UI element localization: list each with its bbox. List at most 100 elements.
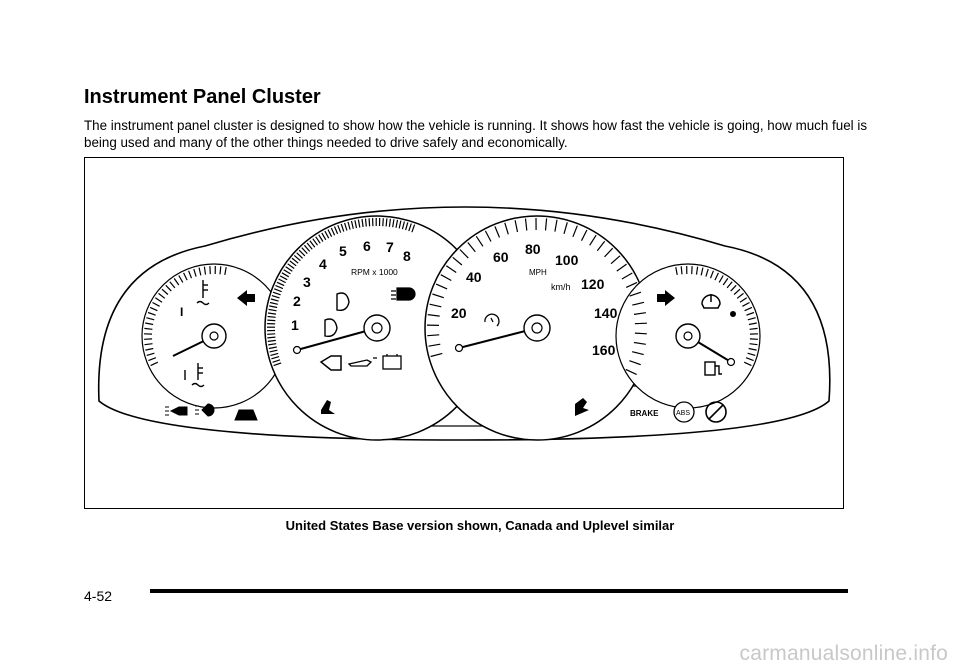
fuel-tick [718,275,724,283]
tach-tick [269,349,278,353]
tach-tick [340,223,345,232]
tach-tick [271,295,280,299]
speed-tick [459,249,469,259]
tach-tick [298,249,306,257]
fuel-tick [744,306,753,312]
temp-tick [219,266,222,275]
coolant-temp-lower-icon [184,363,205,388]
tach-tick [271,356,280,360]
speed-tick [634,322,647,325]
temp-tick [173,278,180,286]
tach-tick [275,284,284,290]
tach-tick [368,218,371,227]
tach-needle-tip [292,345,302,355]
fuel-tick [733,288,741,295]
speed-tick [427,314,440,317]
tach-tick [388,218,391,227]
speed-tick [430,352,443,358]
tach-number: 8 [403,248,411,264]
speed-tick [445,265,457,273]
speed-tick [440,274,452,282]
tach-tick [354,220,358,229]
temp-hub-center [209,331,219,341]
brake-label: BRAKE [630,409,659,418]
fuel-tick [730,284,737,292]
speed-number: 80 [525,241,541,257]
temp-tick [165,284,172,292]
tach-tick [269,301,278,305]
airbag-icon [575,398,589,416]
abs-label: ABS [676,410,690,417]
speed-number: 100 [555,252,579,268]
instrument-cluster-drawing: 1 2 3 4 5 6 7 8 RPM x 1000 20 40 60 80 1… [97,206,831,441]
gauge-ticks [143,217,759,376]
speed-number: 140 [594,305,618,321]
temp-tick [152,301,160,307]
speed-tick [625,281,638,288]
speed-number: 120 [581,276,605,292]
cruise-control-icon [484,313,500,327]
passenger-seatbelt-icon [324,318,338,338]
tach-tick [267,319,276,322]
fuel-tick [745,357,754,362]
speed-tick [572,225,578,238]
speed-number: 160 [592,342,616,358]
tach-tick [267,312,277,315]
speed-tick [475,235,484,247]
fuel-tick [675,266,678,276]
temp-tick [144,343,153,346]
coolant-temp-icon [196,280,210,306]
tach-tick [270,352,279,356]
page-title: Instrument Panel Cluster [84,86,321,108]
tach-tick [303,244,311,252]
temp-tick [145,347,154,351]
temp-tick [149,306,158,312]
tach-tick [312,238,318,246]
fuel-tick [748,347,757,351]
intro-paragraph: The instrument panel cluster is designed… [84,118,868,150]
temp-tick [161,288,169,295]
temp-tick [198,267,202,276]
tach-number: 2 [293,293,301,309]
speed-tick [604,247,614,258]
speed-tick [629,291,642,297]
tach-tick [324,230,330,239]
abs-icon: ABS [673,401,695,423]
speed-number: 20 [451,305,467,321]
tach-tick [405,222,409,231]
speed-tick [625,368,637,376]
temp-tick [148,357,157,362]
tach-tick [278,278,286,284]
temp-tick [183,272,188,281]
speed-tick [631,351,644,356]
tach-tick [398,220,402,229]
fuel-tick [714,272,719,281]
speed-unit-mph: MPH [529,268,547,277]
speed-tick [632,301,645,306]
tach-tick [289,260,297,267]
tach-tick [296,252,304,259]
seatbelt-reminder-icon [336,292,350,312]
tach-tick [269,305,278,309]
temp-tick [169,281,176,289]
tach-tick [283,269,291,275]
check-engine-icon [319,355,342,371]
temp-tick [178,275,184,283]
speed-tick [616,263,627,272]
temp-tick [188,270,193,279]
temp-tick [146,317,155,321]
temp-tick [145,322,154,326]
footer-rule [150,589,848,593]
speed-tick [435,283,448,290]
speed-tick [514,220,519,233]
tach-tick [408,223,412,232]
tach-tick [361,218,364,228]
speed-unit-kmh: km/h [551,282,571,292]
fuel-tick [746,311,755,316]
tach-number: 4 [319,256,327,272]
tach-tick [301,247,308,255]
fuel-tick [700,267,704,276]
fuel-tick [726,281,733,289]
headlamp-high-beam-icon [391,287,416,301]
temp-tick [224,266,227,276]
